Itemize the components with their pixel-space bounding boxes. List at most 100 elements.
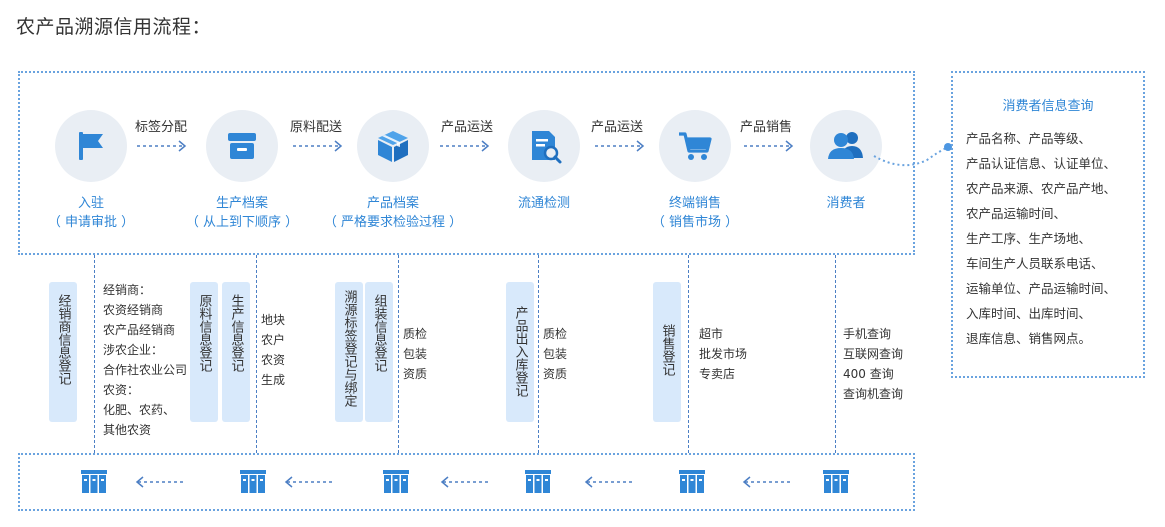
arrow-label-product-transport: 产品运送 <box>440 120 493 135</box>
consumer-info-line: 农产品来源、农产品产地、 <box>966 181 1117 196</box>
registration-label: 经销商信息登记 <box>55 294 71 385</box>
data-storage-box <box>18 453 915 511</box>
step-label-circulation-inspection: 流通检测 <box>434 194 654 213</box>
info-line: 农户 <box>261 333 286 347</box>
consumer-info-line: 退库信息、销售网点。 <box>966 331 1092 346</box>
info-line: 专卖店 <box>699 367 736 381</box>
step-label-entry: 入驻 （ 申请审批 ） <box>0 194 201 232</box>
binder-icon <box>525 470 551 493</box>
info-line: 农资 <box>261 353 286 367</box>
dotted-right-arrow-icon <box>137 140 187 152</box>
info-line: 400 查询 <box>843 367 894 381</box>
document-search-icon <box>532 131 562 164</box>
info-line: 合作社农业公司 <box>103 363 188 377</box>
info-block-dealers: 经销商： 农资经销商 农产品经销商 涉农企业： 合作社农业公司 农资： 化肥、农… <box>103 280 187 440</box>
registration-bar-production-info[interactable]: 生产信息登记 <box>222 282 250 422</box>
step-circle-product-archive[interactable] <box>357 110 429 182</box>
consumer-info-title: 消费者信息查询 <box>1002 99 1094 114</box>
consumer-info-line: 产品名称、产品等级、 <box>966 131 1092 146</box>
divider-line <box>688 255 689 453</box>
process-flow-box <box>18 71 915 255</box>
step-subtitle: （ 严格要求检验过程 ） <box>323 215 463 230</box>
arrow-label-product-sales: 产品销售 <box>739 120 792 135</box>
info-line: 经销商： <box>103 283 152 297</box>
info-block-warehouse: 质检 包装 资质 <box>543 324 567 384</box>
registration-bar-material-info[interactable]: 原料信息登记 <box>190 282 218 422</box>
registration-label: 溯源标签登记与绑定 <box>341 290 357 407</box>
dotted-right-arrow-icon <box>744 140 794 152</box>
step-subtitle: （ 申请审批 ） <box>47 215 135 230</box>
step-label-consumer: 消费者 <box>736 194 956 213</box>
registration-bar-trace-label-binding[interactable]: 溯源标签登记与绑定 <box>335 282 363 422</box>
info-line: 农产品经销商 <box>103 323 176 337</box>
info-block-query: 手机查询 互联网查询 400 查询 查询机查询 <box>843 324 903 404</box>
step-title: 消费者 <box>826 196 866 211</box>
registration-label: 原料信息登记 <box>196 294 212 372</box>
step-title: 流通检测 <box>517 196 570 211</box>
registration-bar-assembly-info[interactable]: 组装信息登记 <box>365 282 393 422</box>
info-line: 农资经销商 <box>103 303 164 317</box>
step-label-product-archive: 产品档案 （ 严格要求检验过程 ） <box>283 194 503 232</box>
binder-icon <box>679 470 705 493</box>
info-line: 地块 <box>261 313 286 327</box>
step-label-terminal-sales: 终端销售 （ 销售市场 ） <box>585 194 805 232</box>
info-line: 其他农资 <box>103 423 152 437</box>
consumer-info-line: 产品认证信息、认证单位、 <box>966 156 1117 171</box>
consumer-info-line: 生产工序、生产场地、 <box>966 231 1092 246</box>
registration-label: 销售登记 <box>659 324 675 376</box>
registration-label: 产品出入库登记 <box>512 306 528 397</box>
divider-line <box>94 255 95 453</box>
info-line: 互联网查询 <box>843 347 904 361</box>
info-line: 查询机查询 <box>843 387 904 401</box>
registration-bar-sales[interactable]: 销售登记 <box>653 282 681 422</box>
dotted-left-arrow-icon <box>284 476 334 488</box>
divider-line <box>835 255 836 453</box>
consumer-info-line: 车间生产人员联系电话、 <box>966 256 1104 271</box>
step-circle-production-archive[interactable] <box>206 110 278 182</box>
registration-bar-dealer-info[interactable]: 经销商信息登记 <box>49 282 77 422</box>
arrow-label-material-delivery: 原料配送 <box>289 120 342 135</box>
info-line: 手机查询 <box>843 327 892 341</box>
info-line: 资质 <box>403 367 428 381</box>
consumer-info-box <box>951 71 1145 378</box>
consumer-info-line: 入库时间、出库时间、 <box>966 306 1092 321</box>
info-block-assembly: 质检 包装 资质 <box>403 324 427 384</box>
info-block-market: 超市 批发市场 专卖店 <box>699 324 747 384</box>
dotted-left-arrow-icon <box>440 476 490 488</box>
consumer-info-line: 运输单位、产品运输时间、 <box>966 281 1117 296</box>
connector-curve <box>873 143 952 167</box>
step-label-production-archive: 生产档案 （ 从上到下顺序 ） <box>132 194 352 232</box>
divider-line <box>256 255 257 453</box>
info-line: 包装 <box>543 347 568 361</box>
step-circle-consumer[interactable] <box>810 110 882 182</box>
binder-icon <box>240 470 266 493</box>
step-title: 终端销售 <box>668 196 721 211</box>
info-line: 质检 <box>403 327 428 341</box>
shopping-cart-icon <box>679 132 712 160</box>
step-title: 生产档案 <box>215 196 268 211</box>
step-circle-entry[interactable] <box>55 110 127 182</box>
info-line: 质检 <box>543 327 568 341</box>
info-line: 超市 <box>699 327 724 341</box>
step-circle-terminal-sales[interactable] <box>659 110 731 182</box>
dotted-right-arrow-icon <box>440 140 490 152</box>
step-title: 产品档案 <box>366 196 419 211</box>
info-line: 批发市场 <box>699 347 748 361</box>
dotted-right-arrow-icon <box>293 140 343 152</box>
divider-line <box>538 255 539 453</box>
dotted-left-arrow-icon <box>584 476 634 488</box>
divider-line <box>398 255 399 453</box>
step-subtitle: （ 销售市场 ） <box>651 215 739 230</box>
users-icon <box>828 132 863 159</box>
registration-bar-warehouse-in-out[interactable]: 产品出入库登记 <box>506 282 534 422</box>
file-cabinet-icon <box>228 133 256 159</box>
info-block-production: 地块 农户 农资 生成 <box>261 310 285 390</box>
info-line: 涉农企业： <box>103 343 164 357</box>
info-line: 资质 <box>543 367 568 381</box>
arrow-label-product-transport-2: 产品运送 <box>590 120 643 135</box>
info-line: 农资： <box>103 383 140 397</box>
step-circle-circulation-inspection[interactable] <box>508 110 580 182</box>
consumer-info-line: 农产品运输时间、 <box>966 206 1067 221</box>
page-title: 农产品溯源信用流程： <box>16 16 212 38</box>
step-title: 入驻 <box>77 196 104 211</box>
